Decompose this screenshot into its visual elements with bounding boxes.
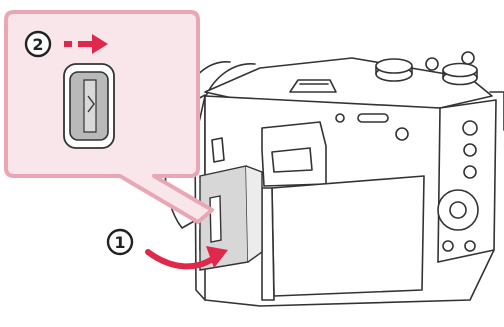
eyepiece bbox=[272, 148, 312, 172]
step-2-badge: 2 bbox=[26, 32, 50, 56]
lcd-screen bbox=[272, 176, 424, 296]
hot-shoe bbox=[290, 80, 336, 92]
button-top bbox=[396, 128, 408, 140]
callout: 2 bbox=[6, 12, 212, 222]
push-arrow-icon bbox=[148, 246, 228, 268]
magnified-door-icon bbox=[64, 64, 114, 148]
step-1-label: 1 bbox=[114, 233, 125, 252]
step-2-label: 2 bbox=[32, 35, 43, 54]
step-1-badge: 1 bbox=[108, 230, 132, 254]
